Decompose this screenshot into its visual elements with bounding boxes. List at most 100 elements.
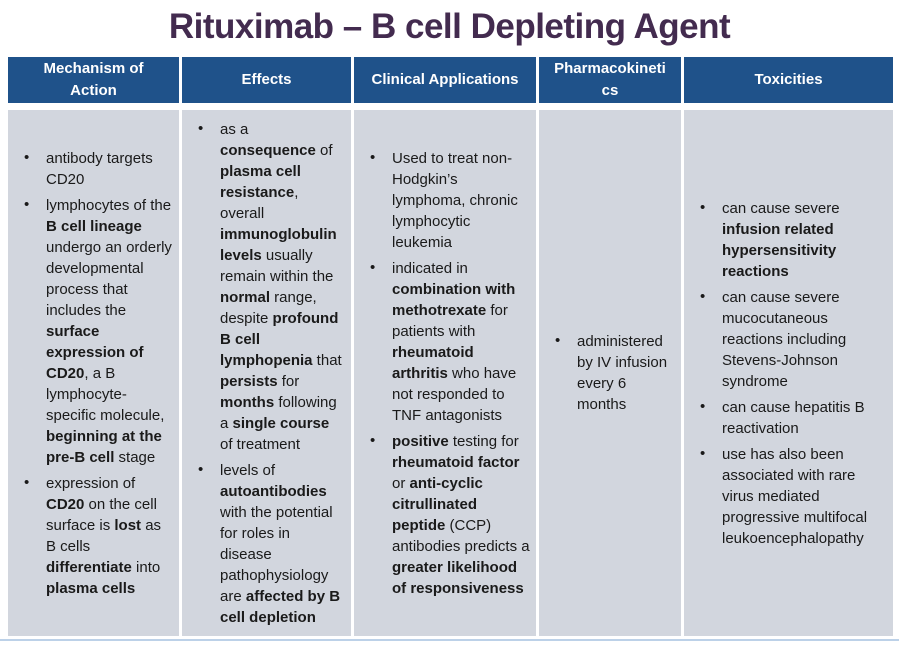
text-run: infusion related hypersensitivity reacti… [722, 220, 837, 280]
text-run: autoantibodies [220, 482, 327, 500]
bullet-item: •positive testing for rheumatoid factor … [368, 431, 530, 599]
text-run: of treatment [220, 435, 301, 453]
column-cell-1: • antibody targets CD20 • lymphocytes of th… [8, 110, 179, 636]
text-run: positive [392, 432, 449, 450]
column-cell-2: • as a consequence of plasma cell resista… [182, 110, 351, 636]
text-run: on the cell surface is [46, 495, 157, 534]
text-run: , a B lymphocyte-specific molecule, [46, 364, 165, 424]
bullet-icon: • [198, 119, 204, 137]
bullet-icon: • [370, 258, 376, 276]
bullet-icon: • [24, 473, 30, 491]
text-run: can cause severe mucocutaneous reactions… [722, 288, 847, 390]
bullet-item: • Used to treat non-Hodgkin’s lymphoma, c… [368, 148, 530, 253]
text-run: use has also been associated with rare v… [722, 445, 868, 547]
column-header-1: Mechanism of Action [8, 57, 179, 103]
bottom-divider [0, 639, 899, 641]
text-run: greater likelihood of responsiveness [392, 558, 524, 597]
text-run: with the potential for roles in disease … [220, 503, 333, 605]
text-run: that [312, 351, 342, 369]
bullet-list: • administered by IV infusion every 6 mon… [553, 326, 675, 420]
text-run: for patients with [392, 301, 508, 340]
text-run: months [220, 393, 275, 411]
text-run: affected by B cell depletion [220, 587, 341, 626]
bullet-icon: • [700, 287, 706, 305]
text-run: combination with methotrexate [392, 280, 516, 319]
text-run: expression of [46, 474, 136, 492]
text-run: single course [232, 414, 330, 432]
text-run: following a [220, 393, 337, 432]
text-run: stage [114, 448, 156, 466]
text-run: as B cells [46, 516, 162, 555]
column-header-4: Pharmacokineti cs [539, 57, 681, 103]
text-run: consequence [220, 141, 316, 159]
text-run: differentiate [46, 558, 132, 576]
text-run: or [392, 474, 410, 492]
bullet-list: • Used to treat non-Hodgkin’s lymphoma, c… [368, 143, 530, 604]
text-run: as a [220, 120, 249, 138]
text-run: persists [220, 372, 278, 390]
bullet-icon: • [700, 198, 706, 216]
text-run: (CCP) antibodies predicts a [392, 516, 530, 555]
column-cell-4: • administered by IV infusion every 6 mon… [539, 110, 681, 636]
text-run: undergo an orderly developmental process… [46, 238, 172, 319]
bullet-item: • administered by IV infusion every 6 mon… [553, 331, 675, 415]
bullet-list: • can cause severe infusion related hyper… [698, 193, 887, 554]
text-run: beginning at the pre-B cell [46, 427, 162, 466]
bullet-item: • lymphocytes of the B cell lineage under… [22, 195, 173, 468]
bullet-item: • indicated in combination with methotrex… [368, 258, 530, 426]
bullet-icon: • [198, 460, 204, 478]
text-run: B cell lineage [46, 217, 142, 235]
text-run: normal [220, 288, 271, 306]
bullet-icon: • [700, 444, 706, 462]
text-run: into [131, 558, 161, 576]
text-run: indicated in [392, 259, 468, 277]
text-run: profound B cell lymphopenia [220, 309, 339, 369]
bullet-item: • can cause severe mucocutaneous reaction… [698, 287, 887, 392]
bullet-item: • as a consequence of plasma cell resista… [196, 119, 345, 455]
text-run: can cause hepatitis B reactivation [722, 398, 865, 437]
text-run: , overall [220, 183, 299, 222]
text-run: anti-cyclic citrullinated peptide [392, 474, 483, 534]
text-run: administered by IV infusion every 6 mont… [577, 333, 668, 413]
bullet-icon: • [370, 148, 376, 166]
bullet-icon: • [555, 332, 561, 349]
text-run: of [315, 141, 333, 159]
text-run: rheumatoid arthritis [392, 343, 474, 382]
bullet-item: • expression of CD20 on the cell surface … [22, 473, 173, 599]
column-header-3: Clinical Applications [354, 57, 536, 103]
text-run: lymphocytes of the [46, 196, 172, 214]
text-run: levels of [220, 461, 276, 479]
text-run: immunoglobulin levels [220, 225, 337, 264]
text-run: surface expression of CD20 [46, 322, 144, 382]
bullet-list: • antibody targets CD20 • lymphocytes of th… [22, 143, 173, 604]
bullet-item: • can cause hepatitis B reactivation [698, 397, 887, 439]
bullet-icon: • [370, 431, 376, 449]
bullet-item: • use has also been associated with rare … [698, 444, 887, 549]
text-run: who have not responded to TNF antagonist… [392, 364, 517, 424]
bullet-list: • as a consequence of plasma cell resista… [196, 114, 345, 633]
text-run: lost [114, 516, 142, 534]
bullet-icon: • [24, 148, 30, 166]
column-cell-5: • can cause severe infusion related hyper… [684, 110, 893, 636]
bullet-item: • antibody targets CD20 [22, 148, 173, 190]
text-run: can cause severe [722, 199, 840, 217]
bullet-item: • levels of autoantibodies with the poten… [196, 460, 345, 628]
text-run: plasma cells [46, 579, 136, 597]
bullet-icon: • [24, 195, 30, 213]
page-title: Rituximab – B cell Depleting Agent [168, 7, 731, 46]
text-run: testing for [448, 432, 519, 450]
column-cell-3: • Used to treat non-Hodgkin’s lymphoma, c… [354, 110, 536, 636]
text-run: plasma cell resistance [220, 162, 301, 201]
text-run: Used to treat non-Hodgkin’s lymphoma, ch… [392, 149, 518, 251]
text-run: CD20 [46, 495, 85, 513]
bullet-icon: • [700, 397, 706, 415]
text-run: for [277, 372, 300, 390]
column-header-5: Toxicities [684, 57, 893, 103]
text-run: range, despite [220, 288, 317, 327]
text-run: usually remain within the [220, 246, 334, 285]
bullet-item: • can cause severe infusion related hyper… [698, 198, 887, 282]
column-header-2: Effects [182, 57, 351, 103]
text-run: rheumatoid factor [392, 453, 520, 471]
text-run: antibody targets CD20 [46, 149, 153, 188]
